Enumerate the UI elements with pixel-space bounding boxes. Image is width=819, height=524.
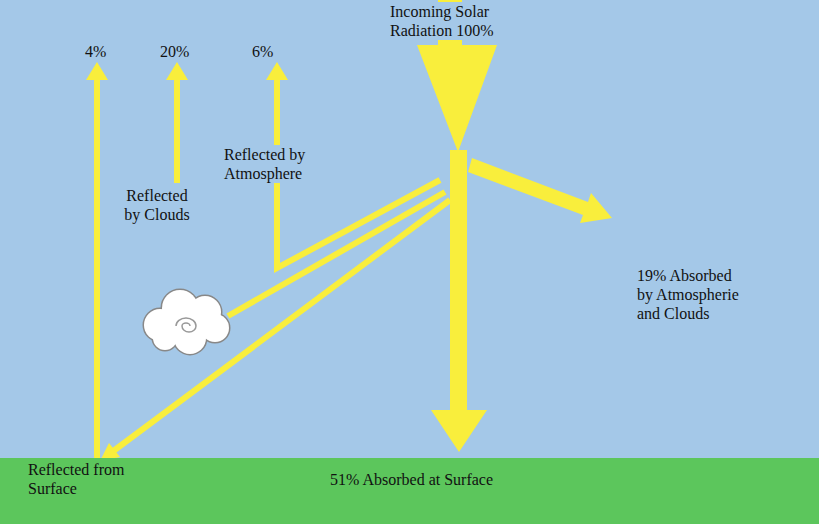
label-holder: 20% — [158, 42, 191, 61]
arrow-head — [86, 62, 108, 80]
label-holder: 4% — [83, 42, 108, 61]
percent-label: 20% — [158, 42, 191, 61]
text-holder: Reflected from Surface — [28, 460, 140, 498]
text-holder: 51% Absorbed at Surface — [330, 470, 493, 489]
absorbed-arrow — [468, 158, 612, 223]
ground-ray-line — [112, 200, 450, 452]
surface-label: 51% Absorbed at Surface — [330, 470, 493, 489]
flow-label: Incoming Solar Radiation 100% — [388, 2, 510, 40]
flow-label: Reflected by Clouds — [120, 186, 194, 224]
label-holder: 6% — [250, 42, 275, 61]
ground-band: Reflected from Surface 51% Absorbed at Su… — [0, 458, 819, 524]
cloud-symbol — [144, 290, 229, 354]
surface-reflect-line — [94, 78, 100, 458]
flow-label: 19% Absorbed by Atmospherie and Clouds — [635, 266, 745, 324]
percent-label: 6% — [250, 42, 275, 61]
cloud-reflect-line — [174, 78, 180, 183]
percent-label: 4% — [83, 42, 108, 61]
flow-label: Reflected by Atmosphere — [222, 145, 322, 183]
label-holder: Reflected by Atmosphere — [222, 145, 322, 183]
cloud-ray-line — [228, 192, 445, 316]
label-holder: Incoming Solar Radiation 100% — [388, 2, 510, 40]
label-holder: Reflected by Clouds — [120, 186, 194, 224]
arrow-head — [166, 62, 188, 80]
arrow-head — [266, 62, 288, 80]
surface-label: Reflected from Surface — [28, 460, 140, 498]
label-holder: 19% Absorbed by Atmospherie and Clouds — [635, 266, 745, 324]
